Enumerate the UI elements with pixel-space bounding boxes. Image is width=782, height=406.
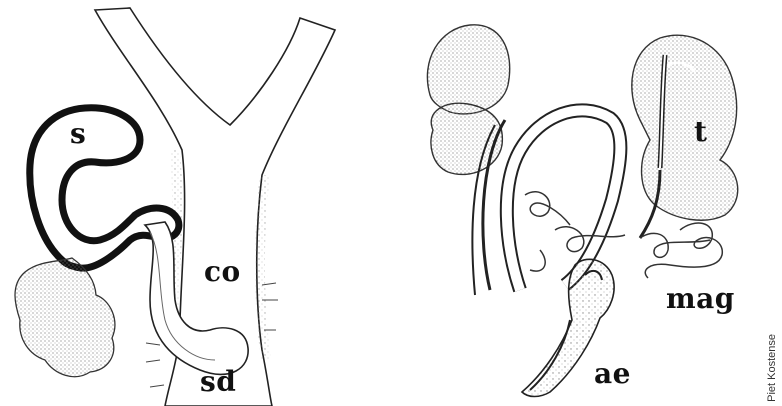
accessory-gland [15, 258, 115, 377]
label-co: co [204, 258, 241, 286]
left-figure [15, 8, 335, 406]
left-testis-upper [427, 25, 509, 114]
label-t: t [694, 118, 707, 146]
left-testis-lower [431, 103, 502, 174]
mag-duct [645, 223, 722, 278]
label-ae: ae [594, 360, 631, 388]
photo-credit: Piet Kostense [766, 334, 778, 402]
label-s: s [70, 120, 86, 148]
right-figure [427, 25, 737, 397]
label-mag: mag [666, 285, 735, 313]
label-sd: sd [200, 368, 236, 396]
